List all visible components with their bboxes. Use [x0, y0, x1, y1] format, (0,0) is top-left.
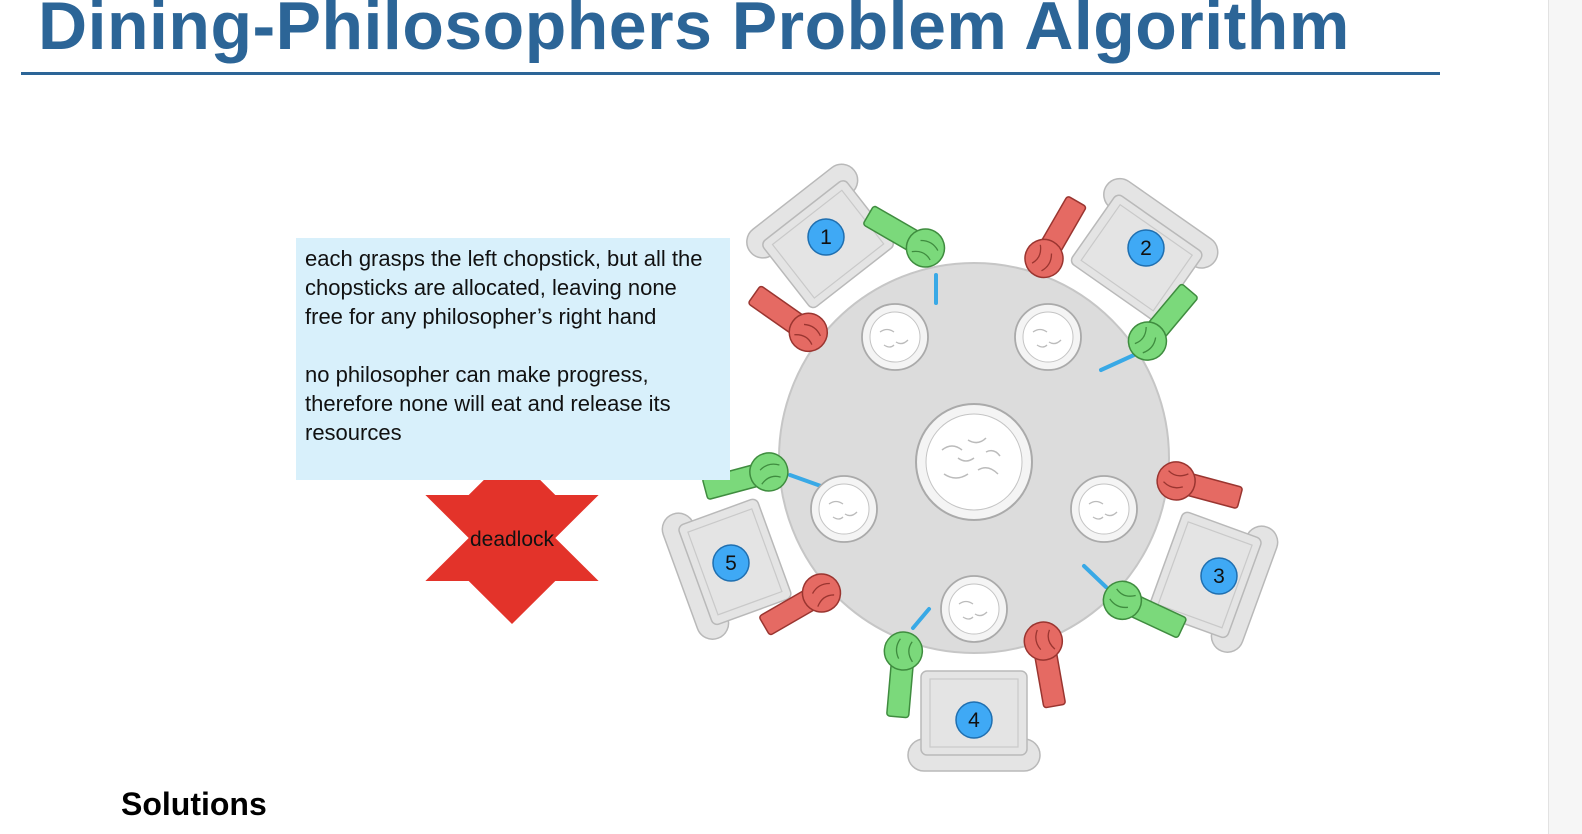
hand-icon	[1127, 283, 1198, 361]
star-burst-icon	[425, 452, 599, 624]
callout-paragraph: each grasps the left chopstick, but all …	[305, 246, 703, 329]
chopstick-icon	[911, 607, 931, 630]
chopstick-icon	[1099, 353, 1136, 372]
bowl-icon	[861, 303, 929, 371]
scrollbar[interactable]	[1548, 0, 1582, 834]
seat-number: 4	[968, 709, 980, 732]
explanation-callout: each grasps the left chopstick, but all …	[296, 238, 730, 480]
hand-icon	[883, 631, 924, 719]
page-title: Dining-Philosophers Problem Algorithm	[38, 0, 1350, 64]
hand-icon	[759, 573, 842, 636]
callout-paragraph: no philosopher can make progress, theref…	[305, 362, 671, 445]
bowl-icon	[940, 575, 1008, 643]
seat-badge-5: 5	[712, 544, 750, 582]
deadlock-label: deadlock	[470, 528, 555, 551]
chopstick-icon	[1082, 564, 1108, 589]
hand-icon	[1102, 580, 1187, 638]
seat-badge-4: 4	[955, 701, 993, 739]
seat-number: 3	[1213, 565, 1225, 588]
bowl-center	[915, 403, 1033, 521]
seat-number: 1	[820, 226, 832, 249]
section-heading: Solutions	[121, 786, 267, 822]
deadlock-badge: deadlock	[425, 452, 599, 624]
hand-icon	[863, 205, 946, 268]
hand-icon	[1023, 621, 1066, 709]
bowl-icon	[1014, 303, 1082, 371]
bowl-icon	[1070, 475, 1138, 543]
chair-5	[661, 498, 792, 640]
seat-number: 5	[725, 552, 737, 575]
hand-icon	[702, 452, 789, 500]
bowl-icon	[810, 475, 878, 543]
title-divider	[21, 72, 1440, 75]
seat-badge-2: 2	[1127, 229, 1165, 267]
hand-icon	[1156, 461, 1243, 509]
seat-badge-3: 3	[1200, 557, 1238, 595]
seat-number: 2	[1140, 237, 1152, 260]
hand-icon	[1024, 196, 1087, 279]
seat-badge-1: 1	[807, 218, 845, 256]
hand-icon	[748, 285, 829, 353]
